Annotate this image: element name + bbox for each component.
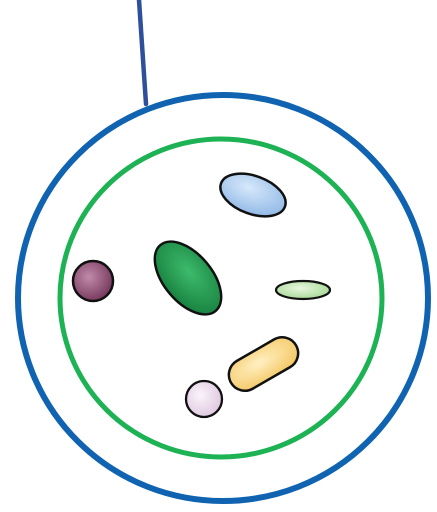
blue-oval [215, 166, 292, 225]
orange-capsule [223, 331, 304, 396]
lilac-circle [186, 381, 222, 417]
pale-green-oval [276, 281, 330, 299]
outer-membrane [18, 95, 428, 501]
stalk-line [139, 0, 146, 104]
purple-circle [73, 261, 113, 301]
dark-green-oval [142, 230, 234, 327]
